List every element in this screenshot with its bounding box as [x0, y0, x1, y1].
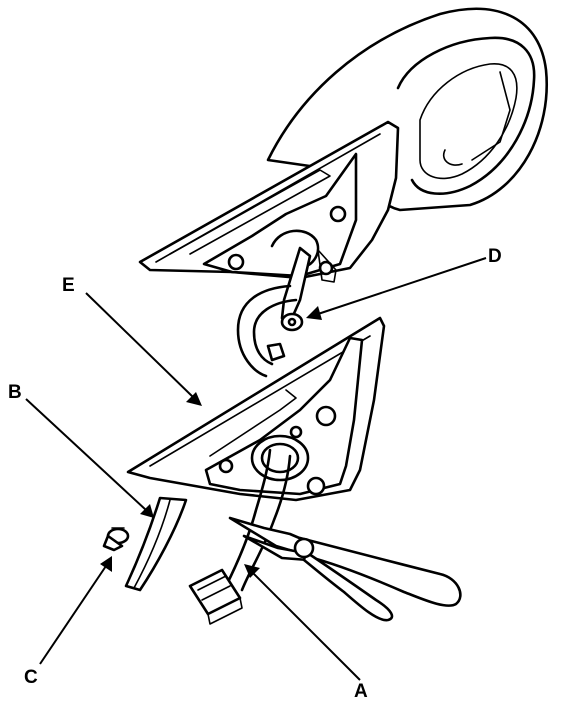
mirror-base-plate [138, 120, 400, 320]
label-e: E [62, 275, 75, 296]
label-d: D [488, 246, 502, 267]
label-a: A [354, 681, 368, 702]
wiring-loop [236, 284, 298, 378]
trim-strip-b [124, 496, 188, 592]
harness-connector-a [188, 448, 292, 625]
screw-d [280, 312, 304, 332]
clip-c [102, 527, 130, 552]
leader-lines [25, 257, 487, 681]
label-b: B [8, 382, 22, 403]
mirror-mount-e [126, 316, 386, 502]
pliers [228, 516, 462, 622]
label-c: C [24, 667, 38, 688]
